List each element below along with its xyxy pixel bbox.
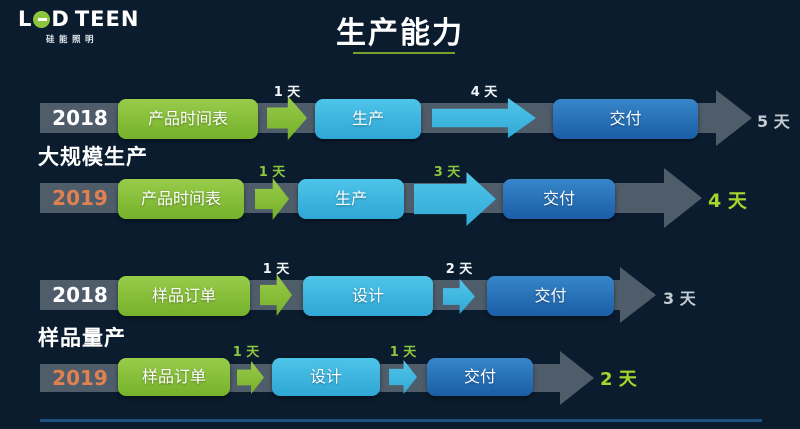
step-box-design: 设计	[272, 358, 380, 396]
year-label: 2018	[52, 106, 108, 130]
logo-teen: TEEN	[74, 7, 140, 31]
gap-days-label: 1 天	[389, 345, 417, 360]
gap-days-label: 1 天	[273, 85, 301, 100]
section-label-mass-production: 大规模生产	[38, 145, 148, 169]
step-box-production: 生产	[315, 99, 421, 139]
step-box-delivery: 交付	[427, 358, 533, 396]
step-box-schedule: 产品时间表	[118, 99, 258, 139]
gap-days-label: 4 天	[470, 85, 498, 100]
led-circle-icon	[33, 10, 51, 28]
year-label: 2018	[52, 283, 108, 307]
total-days-label: 4 天	[708, 190, 747, 212]
timeline-arrowhead-icon	[560, 351, 594, 405]
total-days-label: 5 天	[757, 112, 790, 131]
timeline-arrowhead-icon	[664, 168, 702, 228]
timeline-arrowhead-icon	[620, 267, 656, 323]
logo-letter-l: L	[18, 7, 33, 31]
total-days-label: 2 天	[600, 369, 637, 390]
step-box-delivery: 交付	[503, 179, 615, 219]
step-box-delivery: 交付	[553, 99, 698, 139]
gap-days-label: 2 天	[445, 262, 473, 277]
step-box-production: 生产	[298, 179, 404, 219]
year-label: 2019	[52, 366, 108, 390]
bottom-divider	[40, 419, 762, 422]
total-days-label: 3 天	[663, 289, 696, 308]
timeline-arrowhead-icon	[716, 90, 752, 146]
gap-days-label: 1 天	[262, 262, 290, 277]
cyan-arrow-icon	[414, 172, 496, 226]
title-underline	[353, 52, 455, 54]
section-label-sample-production: 样品量产	[38, 326, 126, 350]
year-label: 2019	[52, 186, 108, 210]
logo-subtitle: 硅能照明	[46, 35, 99, 45]
gap-days-label: 1 天	[258, 165, 286, 180]
step-box-delivery: 交付	[487, 276, 614, 316]
step-box-schedule: 产品时间表	[118, 179, 244, 219]
step-box-design: 设计	[303, 276, 433, 316]
gap-days-label: 1 天	[232, 345, 260, 360]
gap-days-label: 3 天	[433, 165, 461, 180]
step-box-sample-order: 样品订单	[118, 358, 230, 396]
logo-letter-d: D	[51, 7, 70, 31]
page-title: 生产能力	[336, 16, 464, 51]
step-box-sample-order: 样品订单	[118, 276, 250, 316]
